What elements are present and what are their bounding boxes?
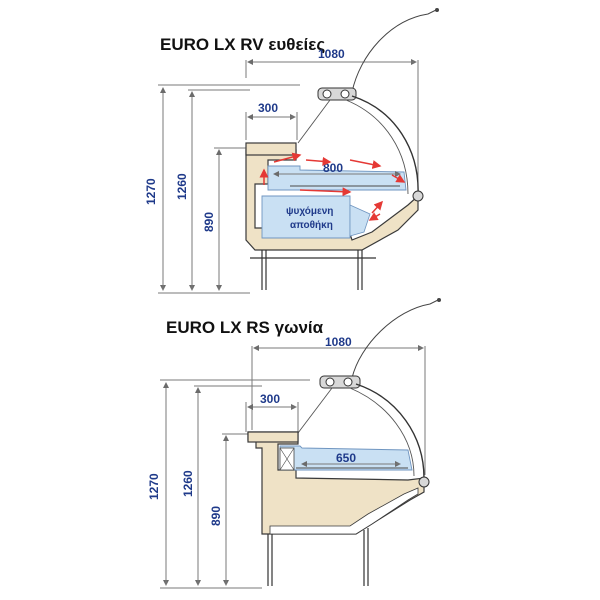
bottom-base-inner bbox=[269, 487, 419, 535]
bottom-height-total-label: 1270 bbox=[147, 473, 161, 500]
bottom-legs bbox=[267, 528, 369, 586]
top-dim-height-mid: 1260 bbox=[175, 89, 250, 291]
top-dim-width-total: 1080 bbox=[245, 47, 419, 196]
top-height-counter-label: 890 bbox=[202, 212, 216, 232]
top-storage-label-1: ψυχόμενη bbox=[286, 206, 333, 217]
top-width-tray-label: 800 bbox=[323, 161, 343, 175]
top-storage-label-2: αποθήκη bbox=[290, 220, 333, 231]
bottom-dim-width-shelf: 300 bbox=[245, 392, 299, 432]
bottom-cable-end-icon bbox=[437, 298, 441, 302]
top-dim-height-total: 1270 bbox=[144, 84, 300, 294]
top-storage-compartment bbox=[261, 195, 351, 239]
bottom-lamp-housing bbox=[319, 375, 361, 389]
bottom-height-counter-label: 890 bbox=[209, 506, 223, 526]
top-height-mid-label: 1260 bbox=[175, 173, 189, 200]
top-dim-width-shelf: 300 bbox=[245, 101, 298, 140]
top-airflow-arrows bbox=[259, 152, 406, 221]
top-cable-end-icon bbox=[435, 8, 439, 12]
top-light-beam bbox=[297, 99, 331, 144]
top-height-total-label: 1270 bbox=[144, 178, 158, 205]
bottom-curved-glass bbox=[355, 383, 425, 479]
bottom-title: EURO LX RS γωνία bbox=[166, 318, 324, 337]
bottom-dim-height-counter: 890 bbox=[209, 433, 258, 586]
top-evaporator bbox=[349, 204, 371, 237]
bottom-curved-glass-inner bbox=[349, 387, 415, 477]
bottom-lamp-cable bbox=[351, 299, 439, 379]
bottom-dim-height-total: 1270 bbox=[147, 379, 310, 589]
bottom-front-knob-icon bbox=[418, 476, 430, 488]
bottom-diagram: EURO LX RS γωνία 1080 300 1270 bbox=[147, 298, 441, 589]
top-curved-glass-inner bbox=[345, 99, 409, 195]
bottom-width-tray-label: 650 bbox=[336, 451, 356, 465]
bottom-height-mid-label: 1260 bbox=[181, 470, 195, 497]
top-legs bbox=[250, 250, 376, 290]
top-title: EURO LX RV ευθείες bbox=[160, 35, 325, 54]
top-diagram: EURO LX RV ευθείες 1080 300 1270 bbox=[144, 8, 439, 294]
bottom-counter-body bbox=[247, 431, 425, 535]
bottom-back-shelf bbox=[247, 431, 299, 443]
bottom-light-beam bbox=[297, 387, 333, 434]
top-lamp-cable bbox=[351, 9, 437, 93]
bottom-dim-height-mid: 1260 bbox=[181, 385, 262, 586]
bottom-width-total-label: 1080 bbox=[325, 335, 352, 349]
top-front-knob-icon bbox=[412, 190, 424, 202]
top-width-shelf-label: 300 bbox=[258, 101, 278, 115]
bottom-dim-width-total: 1080 bbox=[251, 335, 426, 475]
bottom-width-shelf-label: 300 bbox=[260, 392, 280, 406]
bottom-dim-width-tray: 650 bbox=[301, 451, 401, 467]
top-dim-height-counter: 890 bbox=[202, 147, 250, 291]
top-display-tray bbox=[267, 165, 407, 191]
top-width-total-label: 1080 bbox=[318, 47, 345, 61]
top-curved-glass bbox=[351, 95, 419, 197]
top-back-shelf bbox=[245, 142, 297, 156]
top-lamp-housing bbox=[317, 87, 357, 101]
